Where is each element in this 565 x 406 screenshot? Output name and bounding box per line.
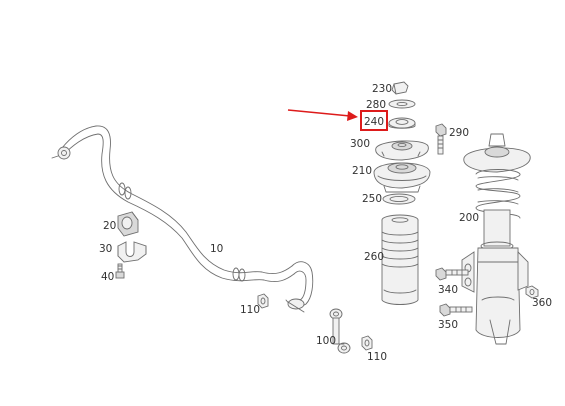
stabilizer-bar[interactable] xyxy=(51,125,314,313)
spring-seat-part-210[interactable] xyxy=(373,162,431,193)
bolt-part-290[interactable] xyxy=(435,123,447,155)
bushing-part-20[interactable] xyxy=(117,211,139,237)
bearing-part-240[interactable] xyxy=(388,117,416,129)
label-260[interactable]: 260 xyxy=(364,251,384,263)
label-110-right[interactable]: 110 xyxy=(367,351,387,363)
label-40[interactable]: 40 xyxy=(101,271,114,283)
label-30[interactable]: 30 xyxy=(99,243,112,255)
label-290[interactable]: 290 xyxy=(449,127,469,139)
nut-part-110-left[interactable] xyxy=(257,293,269,309)
bolt-part-350[interactable] xyxy=(439,303,473,317)
label-250[interactable]: 250 xyxy=(362,193,382,205)
washer-part-280[interactable] xyxy=(388,99,416,109)
nut-part-360[interactable] xyxy=(525,285,539,299)
label-350[interactable]: 350 xyxy=(438,319,458,331)
highlight-arrow xyxy=(287,109,358,121)
label-20[interactable]: 20 xyxy=(103,220,116,232)
bolt-part-340[interactable] xyxy=(435,267,469,281)
highlight-box xyxy=(360,110,388,131)
bolt-part-40[interactable] xyxy=(115,263,125,279)
label-340[interactable]: 340 xyxy=(438,284,458,296)
nut-part-110-right[interactable] xyxy=(361,335,373,351)
strut-part-200[interactable] xyxy=(461,133,531,345)
label-360[interactable]: 360 xyxy=(532,297,552,309)
label-210[interactable]: 210 xyxy=(352,165,372,177)
label-110-left[interactable]: 110 xyxy=(240,304,260,316)
label-230[interactable]: 230 xyxy=(372,83,392,95)
clamp-bracket-part-30[interactable] xyxy=(117,241,147,263)
label-240[interactable]: 240 xyxy=(364,116,384,128)
label-300[interactable]: 300 xyxy=(350,138,370,150)
nut-part-230[interactable] xyxy=(391,81,409,95)
washer-part-250[interactable] xyxy=(382,193,416,205)
label-10[interactable]: 10 xyxy=(210,243,223,255)
label-200[interactable]: 200 xyxy=(459,212,479,224)
dust-boot-part-260[interactable] xyxy=(381,214,419,305)
link-rod-part-100[interactable] xyxy=(329,308,351,354)
label-100[interactable]: 100 xyxy=(316,335,336,347)
label-280[interactable]: 280 xyxy=(366,99,386,111)
top-mount-part-300[interactable] xyxy=(375,140,429,161)
